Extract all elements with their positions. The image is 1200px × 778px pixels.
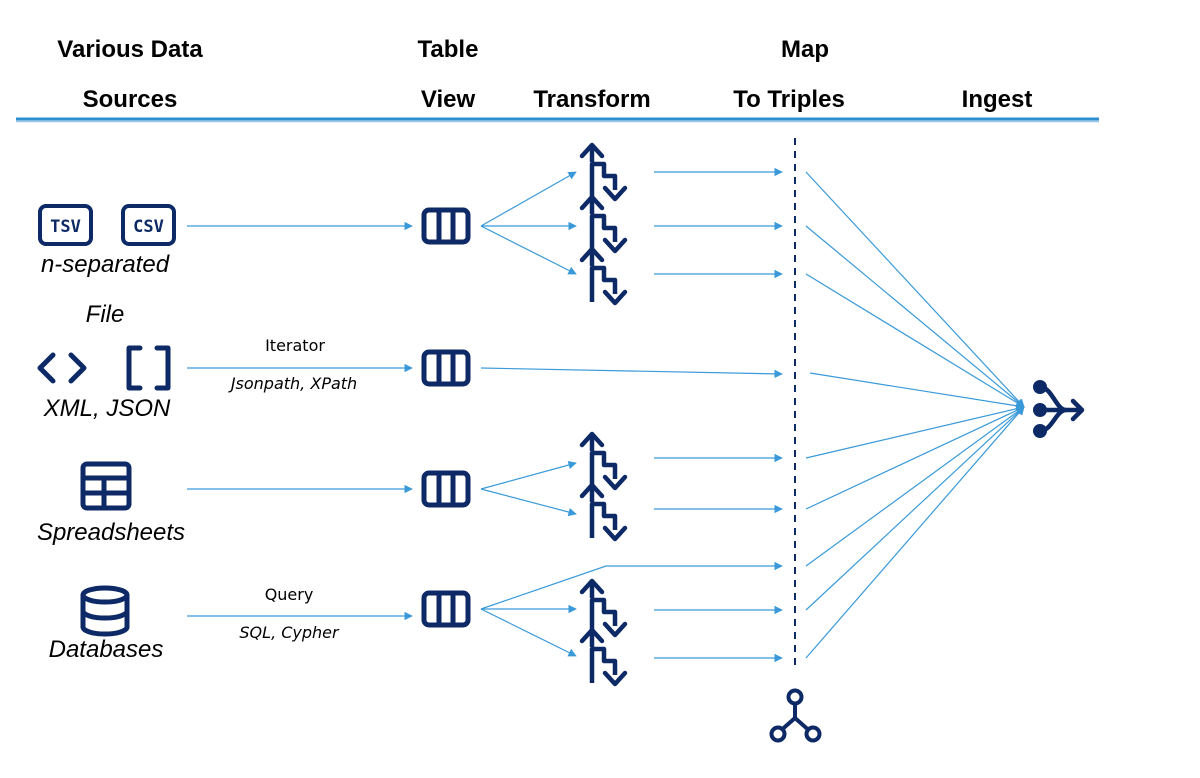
edge-label-query-sub: SQL, Cypher (239, 623, 339, 642)
table-view-icon (424, 593, 468, 625)
header-table-line2: View (420, 86, 476, 113)
edge-label-query: Query (264, 585, 314, 604)
transform-arrows-icon (582, 630, 625, 684)
spreadsheet-table-icon (80, 461, 132, 511)
transform-arrows-icon (582, 581, 625, 635)
header-map-line2: To Triples (733, 86, 845, 113)
table-view-icon (424, 473, 468, 505)
source-label-separated-line2: File (85, 301, 125, 328)
graph-nodes-icon (769, 688, 822, 743)
header-sources-line2: Sources (82, 86, 178, 113)
header-ingest: Ingest (961, 86, 1033, 113)
table-view-icon (424, 210, 468, 242)
source-arrows (187, 221, 413, 621)
header-table-line1: Table (417, 36, 479, 63)
source-label-spreadsheets: Spreadsheets (36, 519, 186, 546)
source-label-separated-line1: n-separated (40, 251, 170, 278)
transform-arrows-icon (582, 249, 625, 303)
transform-arrows-icon (582, 197, 625, 251)
code-brackets-icon (37, 352, 87, 384)
transform-arrows-icon (582, 434, 625, 488)
map-arrows (654, 167, 783, 663)
edge-label-iterator-sub: Jsonpath, XPath (230, 374, 358, 393)
header-sources-line1: Various Data (57, 36, 203, 63)
csv-badge-text: CSV (133, 217, 164, 237)
ingest-arrows (805, 171, 1025, 659)
database-icon (80, 585, 130, 637)
csv-file-icon: CSV (121, 204, 176, 246)
transform-arrows-icon (582, 485, 625, 539)
tsv-file-icon: TSV (38, 204, 93, 246)
json-brackets-icon (126, 345, 171, 391)
source-label-databases: Databases (48, 636, 164, 663)
table-view-icon (424, 352, 468, 384)
transform-fan-arrows (480, 171, 783, 657)
tsv-badge-text: TSV (50, 217, 81, 237)
header-transform: Transform (533, 86, 651, 113)
source-label-xml-json: XML, JSON (43, 395, 171, 422)
transform-arrows-icon (582, 145, 625, 199)
edge-label-iterator: Iterator (265, 336, 325, 355)
ingest-merge-icon (1033, 380, 1085, 438)
header-map-line1: Map (781, 36, 829, 63)
